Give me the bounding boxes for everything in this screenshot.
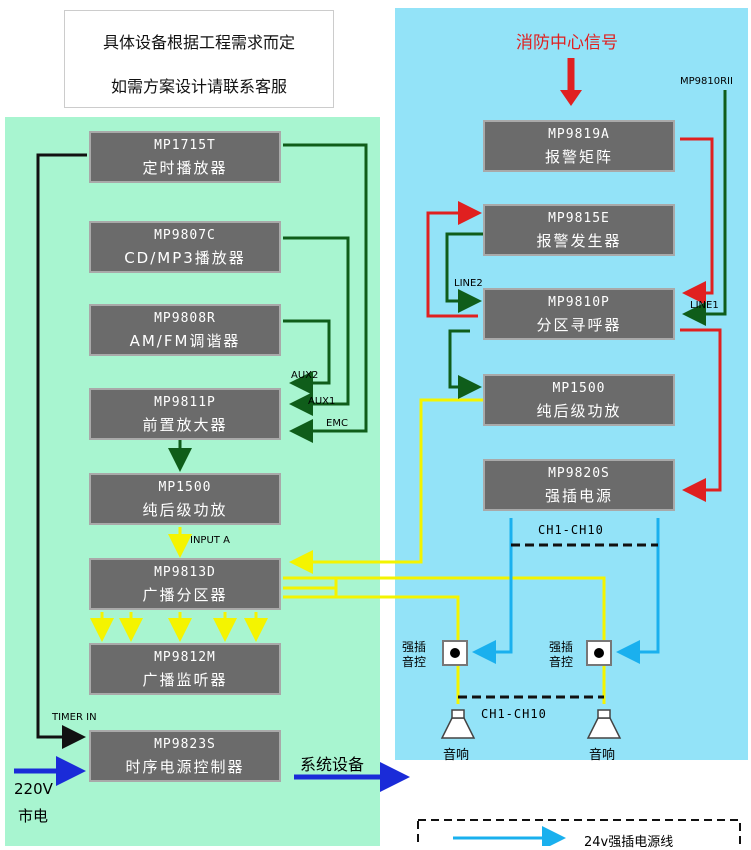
box-title: 前置放大器 <box>142 416 228 434</box>
box-title: AM/FM调谐器 <box>129 332 241 350</box>
box-title: 广播分区器 <box>142 586 228 604</box>
fire-signal-label: 消防中心信号 <box>516 33 618 53</box>
label-timer-in: TIMER IN <box>52 712 97 723</box>
box-title: 强插电源 <box>544 487 613 505</box>
box-mp9811p: MP9811P 前置放大器 <box>89 388 281 440</box>
legend-label: 24v强插电源线 <box>584 835 674 850</box>
box-model: MP1500 <box>158 480 212 495</box>
box-model: MP9823S <box>154 737 216 752</box>
box-model: MP9819A <box>548 127 610 142</box>
label-input-a: INPUT A <box>190 535 230 546</box>
label-mp9810rii: MP9810RII <box>680 76 733 87</box>
box-mp9819a: MP9819A 报警矩阵 <box>483 120 675 172</box>
box-mp1715t: MP1715T 定时播放器 <box>89 131 281 183</box>
box-model: MP9808R <box>154 311 216 326</box>
box-title: 时序电源控制器 <box>125 758 245 776</box>
box-mp9820s: MP9820S 强插电源 <box>483 459 675 511</box>
label-line1: LINE1 <box>690 300 719 311</box>
box-model: MP9811P <box>154 395 216 410</box>
box-model: MP9807C <box>154 228 216 243</box>
volume-control-left <box>442 640 468 666</box>
label-aux1: AUX1 <box>308 396 336 407</box>
box-mp1500-left: MP1500 纯后级功放 <box>89 473 281 525</box>
note-line-1: 具体设备根据工程需求而定 <box>102 33 295 52</box>
box-mp9823s: MP9823S 时序电源控制器 <box>89 730 281 782</box>
box-title: 分区寻呼器 <box>536 316 622 334</box>
label-aux2: AUX2 <box>291 370 319 381</box>
box-title: CD/MP3播放器 <box>124 249 246 267</box>
speaker-right-label: 音响 <box>589 748 616 763</box>
volume-control-right <box>586 640 612 666</box>
box-title: 定时播放器 <box>142 159 228 177</box>
note-box: 具体设备根据工程需求而定 如需方案设计请联系客服 <box>64 10 334 108</box>
box-mp9813d: MP9813D 广播分区器 <box>89 558 281 610</box>
box-mp9810p: MP9810P 分区寻呼器 <box>483 288 675 340</box>
label-line2: LINE2 <box>454 278 483 289</box>
box-title: 报警发生器 <box>536 232 622 250</box>
box-model: MP1500 <box>552 381 606 396</box>
box-model: MP9820S <box>548 466 610 481</box>
box-title: 纯后级功放 <box>142 501 228 519</box>
box-mp9815e: MP9815E 报警发生器 <box>483 204 675 256</box>
box-title: 纯后级功放 <box>536 402 622 420</box>
box-model: MP1715T <box>154 138 216 153</box>
box-title: 报警矩阵 <box>544 148 613 166</box>
box-mp9808r: MP9808R AM/FM调谐器 <box>89 304 281 356</box>
label-ch-bottom: CH1-CH10 <box>481 707 547 721</box>
label-mains: 市电 <box>18 807 49 825</box>
label-system: 系统设备 <box>300 755 365 774</box>
box-model: MP9812M <box>154 650 216 665</box>
label-emc: EMC <box>326 418 348 429</box>
note-line-2: 如需方案设计请联系客服 <box>110 77 287 96</box>
box-model: MP9810P <box>548 295 610 310</box>
box-title: 广播监听器 <box>142 671 228 689</box>
label-ctrl-right: 强插 音控 <box>549 640 574 669</box>
knob-icon <box>450 648 460 658</box>
box-model: MP9815E <box>548 211 610 226</box>
box-model: MP9813D <box>154 565 216 580</box>
knob-icon <box>594 648 604 658</box>
box-mp9807c: MP9807C CD/MP3播放器 <box>89 221 281 273</box>
box-mp1500-right: MP1500 纯后级功放 <box>483 374 675 426</box>
label-ch-top: CH1-CH10 <box>538 523 604 537</box>
box-mp9812m: MP9812M 广播监听器 <box>89 643 281 695</box>
label-mains-voltage: 220V <box>14 780 53 798</box>
speaker-left-label: 音响 <box>443 748 470 763</box>
label-ctrl-left: 强插 音控 <box>402 640 427 669</box>
